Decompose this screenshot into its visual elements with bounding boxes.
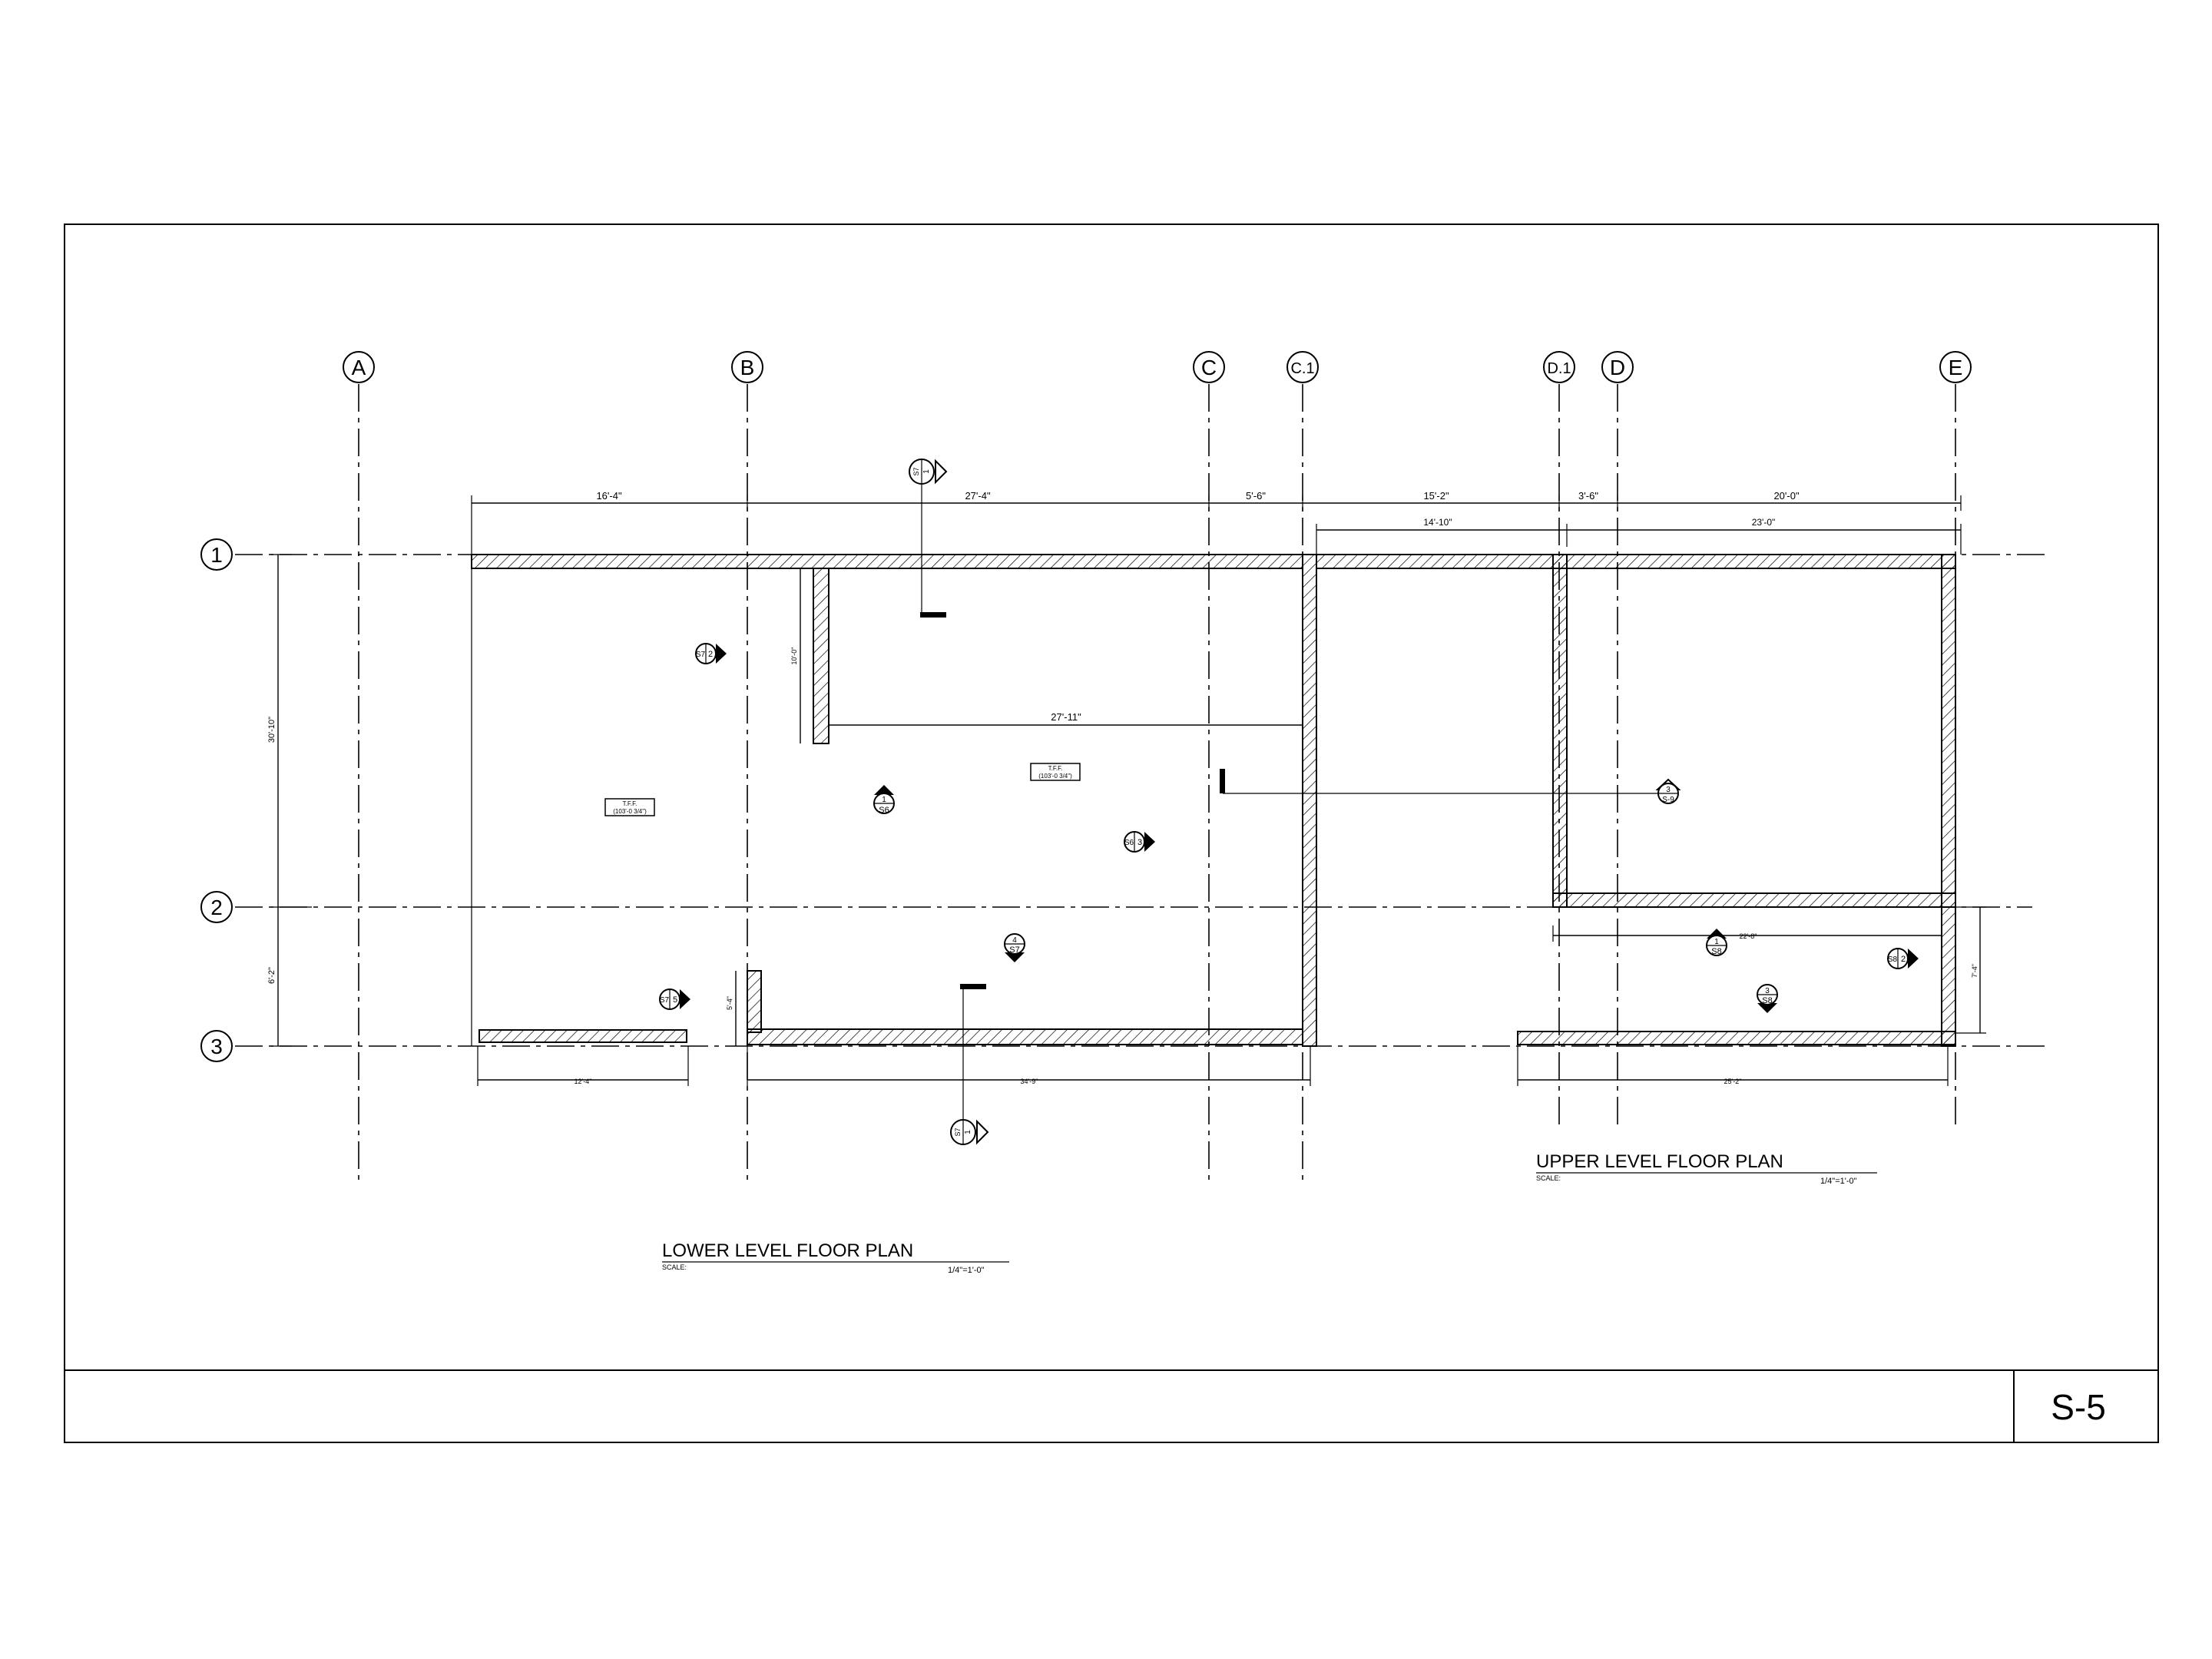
grid-bubble-3: 3 — [200, 1030, 233, 1062]
grid-bubble-b: B — [731, 351, 763, 383]
svg-text:SCALE:: SCALE: — [1536, 1174, 1561, 1182]
upper-level-walls — [1316, 554, 1956, 1047]
svg-text:E: E — [1949, 356, 1963, 379]
svg-text:5: 5 — [673, 995, 677, 1005]
svg-text:1: 1 — [882, 796, 886, 804]
dim-top-d1d: 3'-6" — [1578, 490, 1598, 502]
dim-left-vertical-23: 6'-2" — [267, 967, 276, 984]
grid-bubbles: A B C C.1 D.1 D E 1 — [200, 351, 1972, 1062]
section-marker-s9-3[interactable]: 3 S-9 — [1655, 778, 1681, 804]
grid-bubble-d1: D.1 — [1543, 351, 1575, 383]
grid-bubble-2: 2 — [200, 891, 233, 923]
svg-text:S8: S8 — [1888, 955, 1898, 964]
dim-left-vertical-12: 30'-10" — [267, 717, 276, 743]
grid-bubble-e: E — [1939, 351, 1972, 383]
svg-text:1/4"=1'-0": 1/4"=1'-0" — [1820, 1177, 1857, 1186]
grid-bubble-c1: C.1 — [1286, 351, 1319, 383]
section-marker-s7-5[interactable]: S7 5 — [659, 988, 690, 1010]
section-cut-bottom[interactable]: S7 1 — [950, 984, 989, 1145]
section-marker-s7-4[interactable]: 4 S7 — [1004, 933, 1025, 962]
section-marker-s6-1[interactable]: 1 S6 — [873, 785, 895, 815]
section-marker-s8-3[interactable]: 3 S8 — [1757, 984, 1778, 1013]
dim-upper-second-a: 14'-10" — [1423, 517, 1452, 528]
section-marker-s7-2[interactable]: S7 2 — [695, 643, 727, 664]
svg-text:S7: S7 — [912, 467, 920, 475]
lower-level-title: LOWER LEVEL FLOOR PLAN SCALE: 1/4"=1'-0" — [662, 1240, 1009, 1275]
svg-text:1/4"=1'-0": 1/4"=1'-0" — [948, 1266, 985, 1275]
svg-text:1: 1 — [964, 1130, 972, 1134]
section-cut-top[interactable]: S7 1 — [909, 459, 948, 618]
dim-bottom-mid: 34'-9" — [1021, 1078, 1038, 1085]
svg-text:S7: S7 — [660, 996, 670, 1005]
svg-text:C.1: C.1 — [1290, 360, 1314, 377]
dim-upper-bottom: 25'-2" — [1724, 1078, 1742, 1085]
grid-bubble-c: C — [1193, 351, 1225, 383]
svg-text:4: 4 — [1012, 936, 1017, 945]
svg-text:S8: S8 — [1711, 947, 1721, 956]
dim-inner-span: 27'-11" — [1051, 711, 1081, 723]
svg-text:1: 1 — [1714, 938, 1719, 946]
dim-top-de: 20'-0" — [1773, 490, 1800, 502]
elevation-tag-center: T.F.F. (103'-0 3/4") — [1030, 763, 1081, 781]
svg-text:D: D — [1610, 356, 1625, 379]
upper-level-title-text: UPPER LEVEL FLOOR PLAN — [1536, 1151, 1783, 1172]
svg-text:A: A — [352, 356, 366, 379]
lower-level-walls — [471, 554, 1317, 1047]
svg-text:S7: S7 — [696, 651, 706, 659]
dim-top-bc: 27'-4" — [965, 490, 991, 502]
svg-text:3: 3 — [210, 1035, 223, 1058]
dimension-labels: 16'-4" 27'-4" 5'-6" 15'-2" 3'-6" 20'-0" … — [267, 490, 1979, 1085]
svg-text:B: B — [740, 356, 755, 379]
svg-text:D.1: D.1 — [1547, 360, 1571, 377]
dim-top-c1d1: 15'-2" — [1423, 490, 1449, 502]
svg-text:3: 3 — [1137, 838, 1142, 847]
svg-text:S7: S7 — [954, 1128, 962, 1136]
grid-bubble-d: D — [1601, 351, 1634, 383]
upper-level-title: UPPER LEVEL FLOOR PLAN SCALE: 1/4"=1'-0" — [1536, 1151, 1877, 1186]
sheet-number: S-5 — [2051, 1387, 2106, 1427]
svg-text:1: 1 — [922, 469, 931, 474]
svg-text:(103'-0 3/4"): (103'-0 3/4") — [613, 808, 647, 815]
elevation-tag-left: T.F.F. (103'-0 3/4") — [604, 798, 655, 816]
svg-text:3: 3 — [1765, 987, 1770, 995]
svg-text:T.F.F.: T.F.F. — [623, 800, 637, 807]
section-marker-s8-2[interactable]: S8 2 — [1887, 948, 1919, 969]
lower-level-title-text: LOWER LEVEL FLOOR PLAN — [662, 1240, 913, 1261]
svg-text:1: 1 — [210, 543, 223, 567]
sheet-frame: S-5 — [64, 224, 2159, 1443]
dim-stub-wall: 10'-0" — [790, 647, 798, 665]
svg-text:C: C — [1201, 356, 1217, 379]
svg-text:2: 2 — [708, 650, 713, 659]
dim-upper-right-vertical: 7'-4" — [1971, 964, 1979, 978]
dim-upper-inner: 22'-8" — [1740, 932, 1757, 940]
section-cut-upper[interactable] — [1220, 769, 1658, 794]
dim-bottom-left: 12'-4" — [575, 1078, 592, 1085]
svg-text:SCALE:: SCALE: — [662, 1263, 687, 1271]
svg-text:2: 2 — [210, 896, 223, 919]
dim-top-ab: 16'-4" — [596, 490, 622, 502]
svg-text:S7: S7 — [1009, 945, 1019, 955]
dimension-lines — [270, 495, 1986, 1086]
grid-lines — [235, 384, 2049, 1183]
grid-bubble-a: A — [343, 351, 375, 383]
svg-text:(103'-0 3/4"): (103'-0 3/4") — [1038, 773, 1072, 780]
svg-text:S-9: S-9 — [1662, 796, 1674, 804]
dim-bottom-stub: 5'-4" — [726, 996, 733, 1010]
svg-text:3: 3 — [1666, 786, 1671, 794]
dim-upper-second-b: 23'-0" — [1752, 517, 1776, 528]
svg-text:S6: S6 — [1124, 839, 1134, 847]
svg-text:T.F.F.: T.F.F. — [1048, 765, 1063, 772]
dim-top-cc1: 5'-6" — [1246, 490, 1266, 502]
svg-text:S6: S6 — [879, 806, 889, 815]
grid-bubble-1: 1 — [200, 538, 233, 571]
section-marker-s8-1[interactable]: 1 S8 — [1706, 929, 1727, 956]
svg-text:2: 2 — [1901, 955, 1906, 964]
section-marker-s6-3[interactable]: S6 3 — [1124, 831, 1155, 853]
svg-text:S8: S8 — [1762, 996, 1772, 1005]
